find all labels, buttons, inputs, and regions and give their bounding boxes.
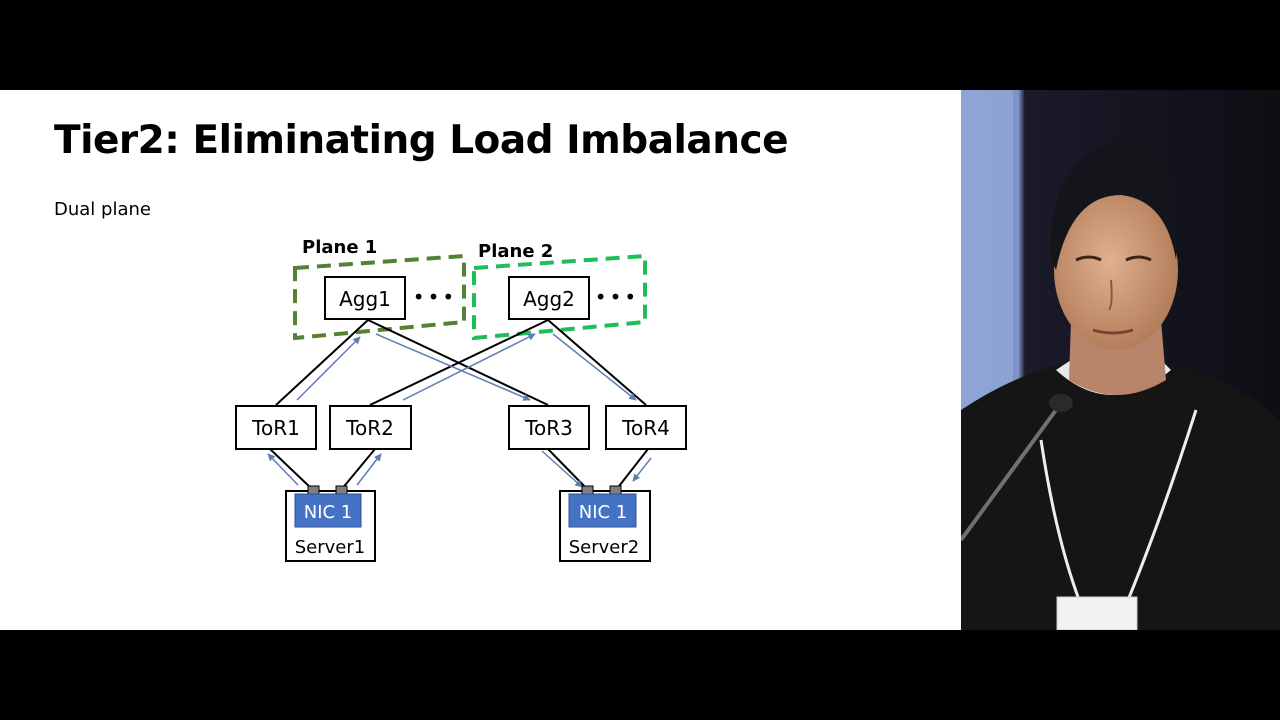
server2-label: Server2 [569, 537, 639, 558]
server1-label: Server1 [295, 537, 365, 558]
name-badge [1056, 596, 1138, 630]
agg2-more-ellipsis: ••• [595, 285, 639, 309]
server1: NIC 1 Server1 [285, 485, 376, 562]
server2-nic [568, 493, 637, 528]
tor2-label: ToR2 [345, 416, 394, 440]
speaker-video [961, 90, 1280, 630]
tor1-label: ToR1 [251, 416, 300, 440]
traffic-arrows [267, 333, 652, 488]
arrow-agg2-tor4 [552, 333, 637, 401]
speaker-hair [1050, 140, 1178, 270]
server1-nic [294, 493, 362, 528]
link-tor1-server1 [269, 448, 314, 491]
tor4-label: ToR4 [621, 416, 670, 440]
plane-1-outline [293, 253, 466, 341]
tor2-switch: ToR2 [329, 405, 412, 450]
nic-port [609, 485, 622, 495]
tor3-switch: ToR3 [508, 405, 590, 450]
arrow-tor4-server2 [632, 457, 652, 482]
agg2-switch: Agg2 [508, 276, 590, 320]
nic-port [307, 485, 320, 495]
speaker-body [961, 360, 1280, 630]
server2: NIC 1 Server2 [559, 485, 651, 562]
microphone-stand [961, 408, 1058, 542]
nic-port [581, 485, 594, 495]
plane-1-label: Plane 1 [302, 237, 377, 258]
links [269, 319, 649, 491]
server1-nic-label: NIC 1 [304, 502, 353, 523]
link-tor2-server1 [340, 448, 376, 491]
slide-title: Tier2: Eliminating Load Imbalance [54, 118, 789, 163]
agg1-switch: Agg1 [324, 276, 406, 320]
arrow-tor1-agg1 [296, 336, 361, 401]
link-agg2-tor4 [547, 319, 647, 406]
plane-2-label: Plane 2 [478, 241, 553, 262]
agg2-label: Agg2 [523, 287, 575, 311]
arrow-tor3-server2 [541, 450, 583, 488]
link-agg2-tor2 [369, 319, 549, 406]
arrow-tor2-agg2 [402, 333, 536, 401]
link-agg1-tor1 [275, 319, 369, 406]
microphone [1049, 394, 1073, 412]
arrow-agg1-tor3 [375, 333, 531, 401]
tor1-switch: ToR1 [235, 405, 317, 450]
arrow-server1-tor2 [356, 453, 382, 486]
presentation-slide [0, 90, 961, 630]
agg1-label: Agg1 [339, 287, 391, 311]
arrow-server1-tor1 [267, 453, 299, 486]
speaker-head [1054, 190, 1178, 350]
link-tor3-server2 [547, 448, 589, 491]
tor4-switch: ToR4 [605, 405, 687, 450]
link-tor4-server2 [615, 448, 649, 491]
agg1-more-ellipsis: ••• [413, 285, 457, 309]
server2-nic-label: NIC 1 [579, 502, 628, 523]
tor3-label: ToR3 [524, 416, 573, 440]
slide-subtitle: Dual plane [54, 199, 151, 220]
nic-port [335, 485, 348, 495]
plane-2-outline [472, 253, 647, 341]
